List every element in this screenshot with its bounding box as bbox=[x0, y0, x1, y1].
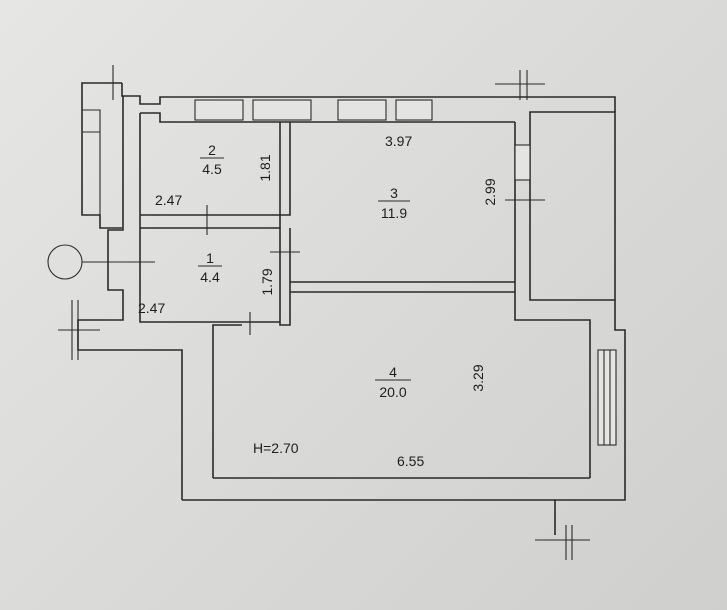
wall-room2-room1 bbox=[140, 214, 281, 229]
window-4 bbox=[395, 99, 433, 121]
room-2-label: 2 4.5 bbox=[200, 142, 224, 177]
entrance-marker-circle bbox=[47, 244, 83, 280]
room-1-area: 4.4 bbox=[200, 269, 220, 285]
room-4-area: 20.0 bbox=[379, 384, 406, 400]
interior-walls bbox=[140, 122, 515, 326]
right-lower-wall bbox=[514, 290, 591, 478]
left-upper-wall-inner bbox=[139, 113, 213, 323]
dim-room4-height: 3.29 bbox=[470, 364, 486, 391]
ceiling-height-label: H=2.70 bbox=[253, 440, 299, 456]
dim-room1-height: 1.79 bbox=[259, 268, 275, 295]
room-2-number: 2 bbox=[208, 142, 216, 158]
room-3-area: 11.9 bbox=[381, 205, 407, 221]
top-wall-outer bbox=[121, 83, 616, 112]
dim-room4-width: 6.55 bbox=[397, 453, 424, 469]
right-upper-wall-2 bbox=[529, 111, 616, 301]
left-lower-wall-outer bbox=[77, 340, 183, 500]
room-4-number: 4 bbox=[389, 364, 397, 380]
wall-room1-room3 bbox=[279, 228, 291, 326]
window-2 bbox=[252, 99, 312, 121]
room-3-number: 3 bbox=[390, 185, 398, 201]
window-right bbox=[597, 349, 617, 446]
left-lower-wall-inner bbox=[212, 324, 242, 478]
dim-room3-height: 2.99 bbox=[482, 178, 498, 205]
left-block-inner bbox=[82, 109, 101, 133]
left-block bbox=[81, 82, 122, 229]
room-1-label: 1 4.4 bbox=[198, 250, 222, 285]
top-wall-inner bbox=[140, 112, 515, 123]
wall-room2-room3 bbox=[279, 122, 291, 216]
section-marks bbox=[47, 65, 590, 560]
dimension-labels: 2.47 1.81 2.47 1.79 3.97 2.99 6.55 3.29 … bbox=[138, 133, 498, 469]
dim-room3-width: 3.97 bbox=[385, 133, 412, 149]
dim-room2-width: 2.47 bbox=[155, 192, 182, 208]
room-1-number: 1 bbox=[206, 250, 214, 266]
dim-room1-width: 2.47 bbox=[138, 300, 165, 316]
dim-room2-height: 1.81 bbox=[257, 154, 273, 181]
room-4-label: 4 20.0 bbox=[375, 364, 411, 400]
window-1 bbox=[194, 99, 244, 121]
windows bbox=[194, 99, 617, 446]
right-outer-wall bbox=[554, 300, 626, 535]
window-balcony-door bbox=[514, 144, 531, 181]
room-3-label: 3 11.9 bbox=[378, 185, 410, 221]
left-upper-wall-outer bbox=[77, 96, 124, 340]
room-2-area: 4.5 bbox=[202, 161, 222, 177]
window-3 bbox=[337, 99, 387, 121]
